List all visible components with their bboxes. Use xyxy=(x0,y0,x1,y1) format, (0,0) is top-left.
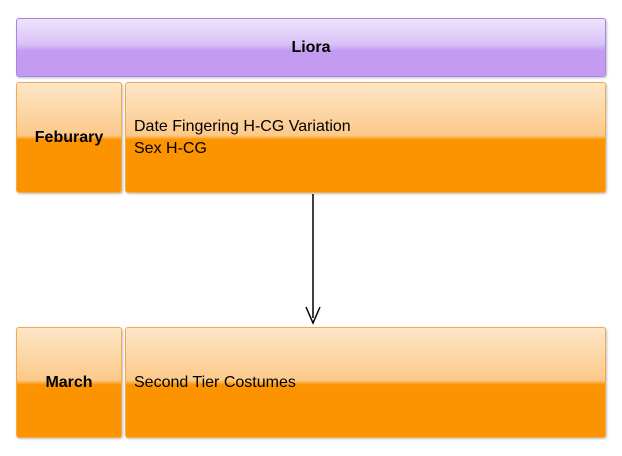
header-title: Liora xyxy=(291,38,331,56)
content-line: Sex H-CG xyxy=(134,139,207,157)
content-box-march: Second Tier Costumes xyxy=(125,327,606,438)
month-label: March xyxy=(45,373,93,391)
month-box-february: Feburary xyxy=(16,82,122,193)
arrow-head xyxy=(305,306,321,325)
month-label: Feburary xyxy=(34,128,104,146)
content-line: Second Tier Costumes xyxy=(134,373,296,391)
header-box: Liora xyxy=(16,18,606,77)
content-line: Date Fingering H-CG Variation xyxy=(134,117,351,135)
month-box-march: March xyxy=(16,327,122,438)
content-box-february: Date Fingering H-CG Variation Sex H-CG xyxy=(125,82,606,193)
